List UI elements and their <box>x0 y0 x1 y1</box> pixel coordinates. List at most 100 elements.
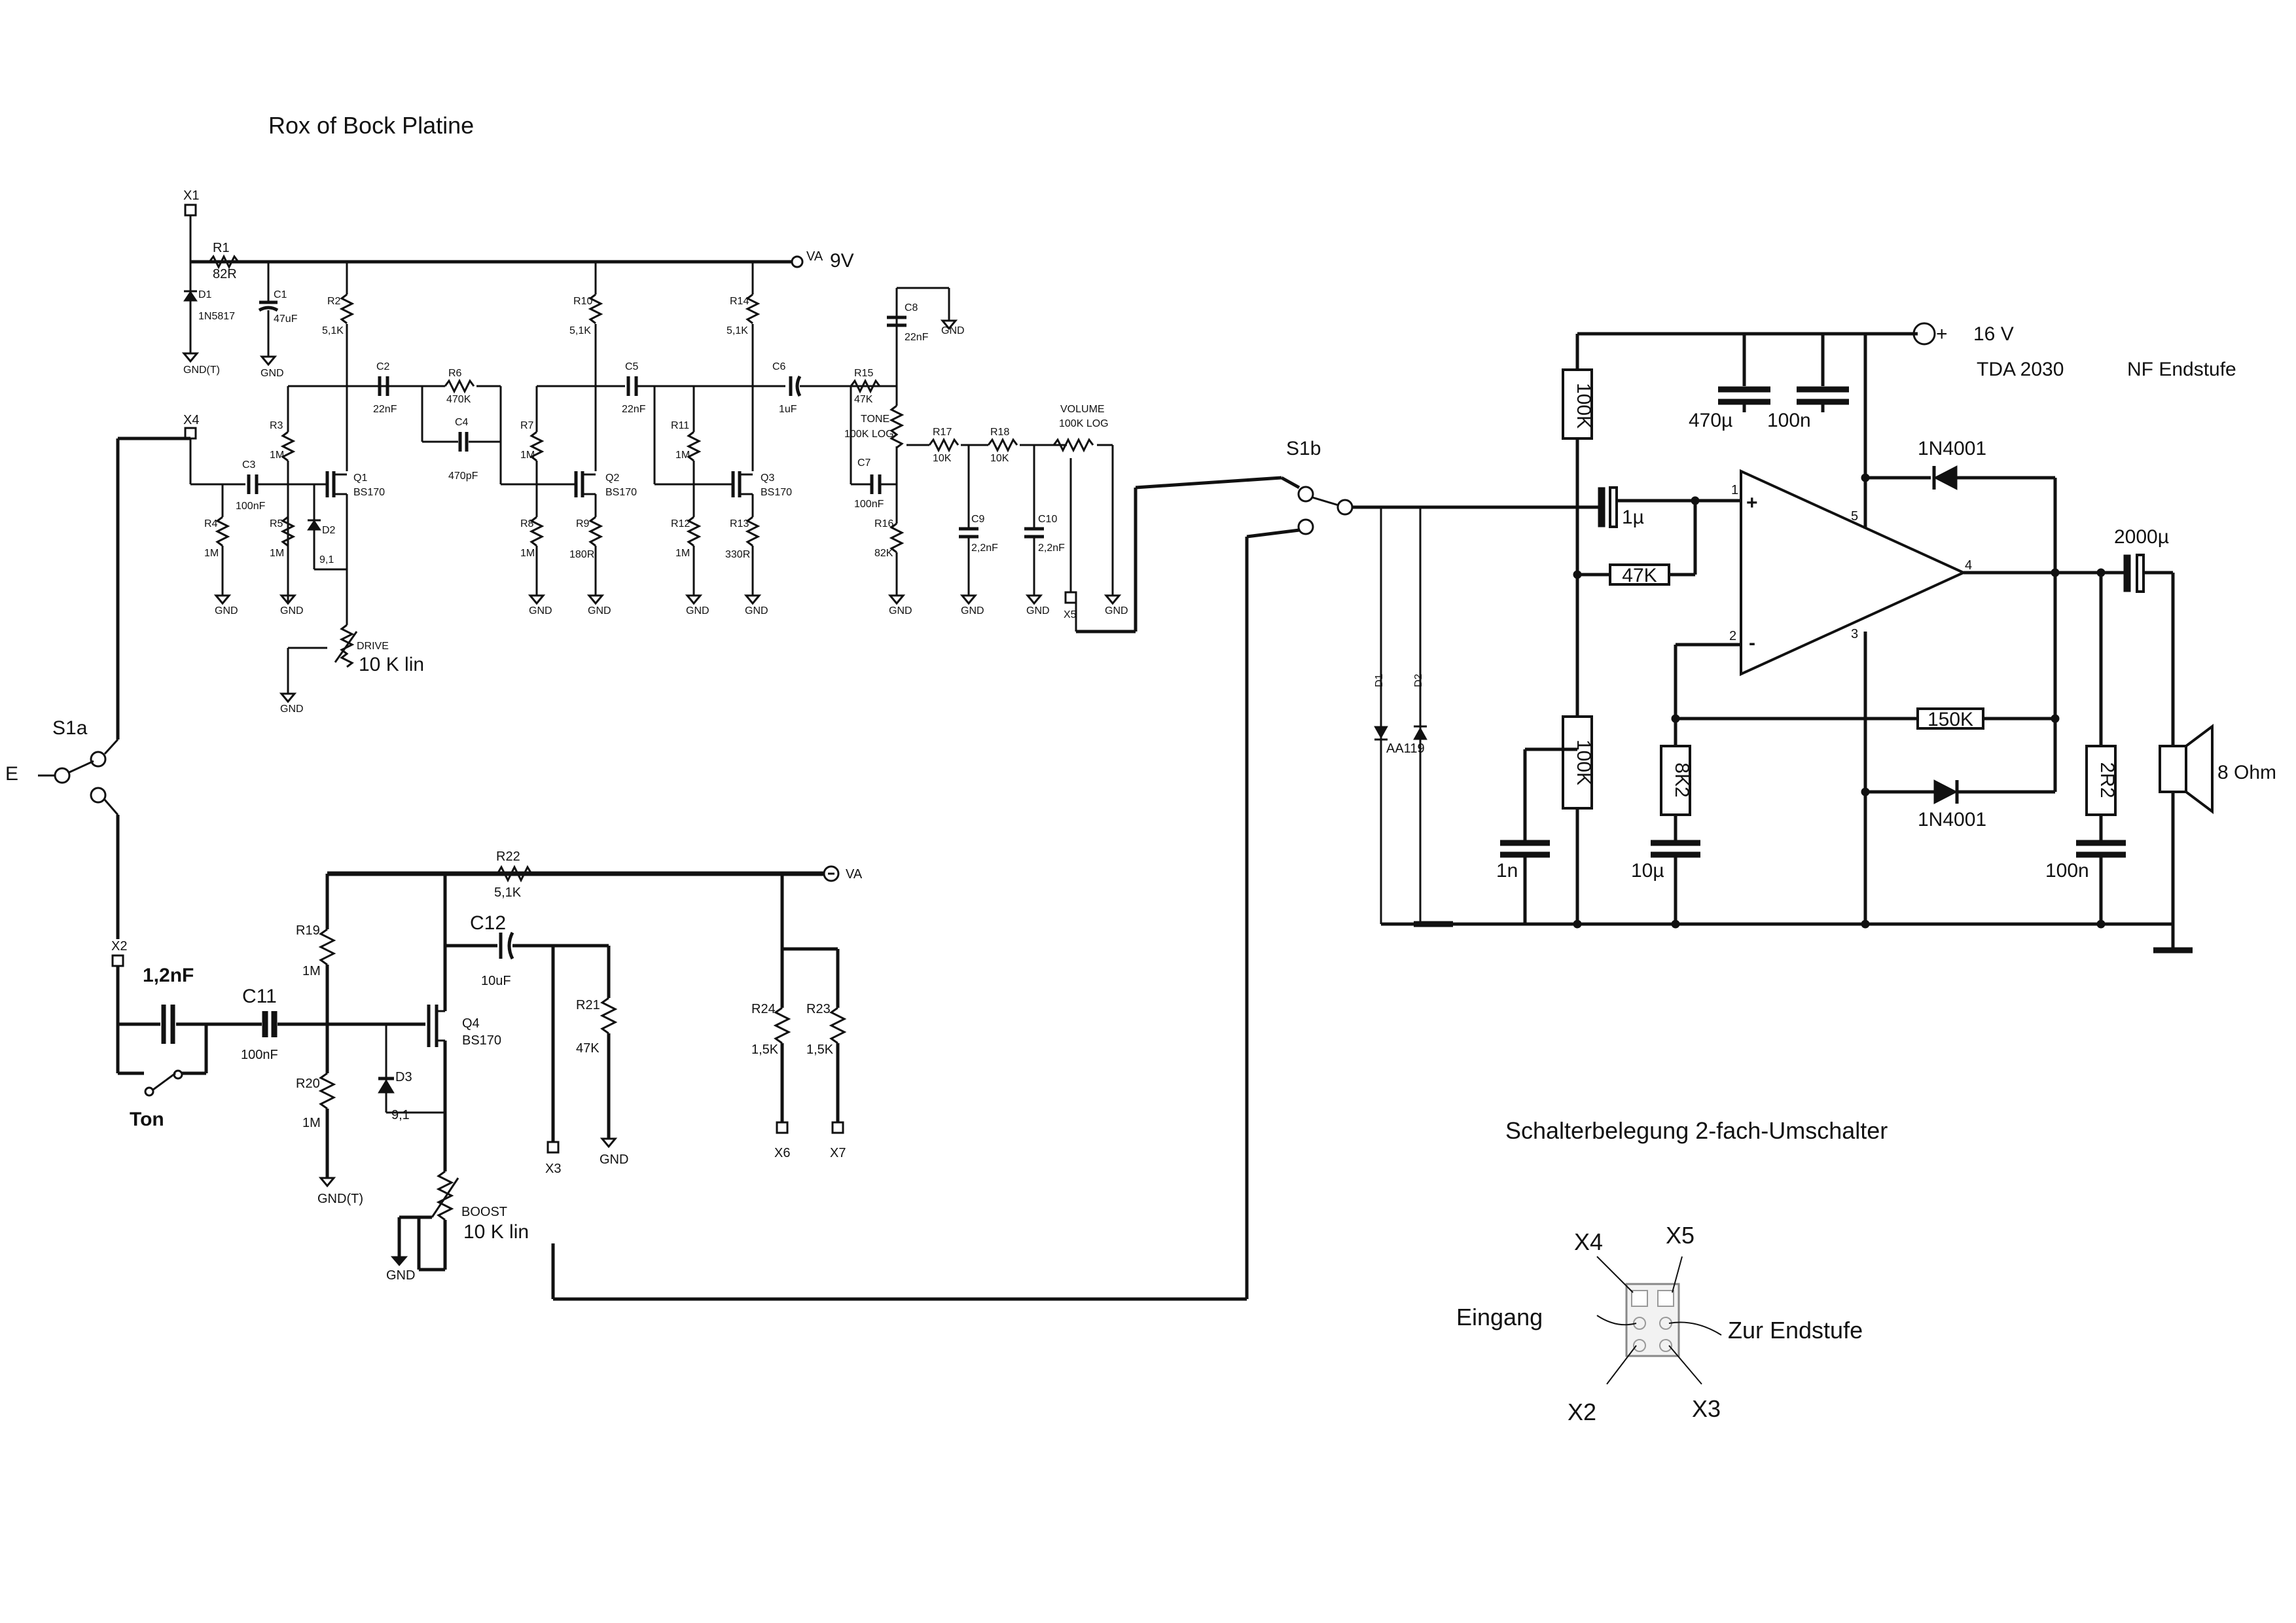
value-r18: 10K <box>990 453 1009 464</box>
gnd-symbol-c1 <box>259 355 278 366</box>
gnd-label-vol: GND <box>1105 605 1128 616</box>
label-x1: X1 <box>183 188 199 203</box>
gnd-label-c9: GND <box>961 605 984 616</box>
label-x7: X7 <box>830 1146 846 1160</box>
label-r3: R3 <box>270 420 283 431</box>
value-c11: 100nF <box>241 1048 278 1062</box>
resistor-r1 <box>208 254 240 270</box>
value-drive: 10 K lin <box>359 654 424 675</box>
gnd-symbol-vol <box>1103 594 1122 605</box>
label-r18: R18 <box>990 427 1009 438</box>
resistor-r13 <box>745 516 761 547</box>
label-diode-top: 1N4001 <box>1918 438 1986 459</box>
resistor-r5 <box>280 516 296 547</box>
label-c3: C3 <box>242 459 256 471</box>
label-boost: BOOST <box>461 1205 507 1219</box>
value-470u: 470µ <box>1689 410 1732 431</box>
opamp-plus: + <box>1746 492 1758 514</box>
label-r19: R19 <box>296 923 320 938</box>
gnd-symbol-r4 <box>213 594 232 605</box>
opamp-minus: - <box>1749 632 1755 654</box>
label-r4: R4 <box>204 518 218 529</box>
gnd-label-drive: GND <box>280 704 304 715</box>
pinout-label-x3: X3 <box>1692 1395 1721 1422</box>
label-r23: R23 <box>806 1002 831 1016</box>
label-ton-cap: 1,2nF <box>143 965 194 986</box>
gnd-symbol-r20 <box>318 1177 336 1188</box>
diode-aa119-d1 <box>1374 726 1388 740</box>
label-volume: VOLUME <box>1060 404 1105 415</box>
value-47k: 47K <box>1622 565 1657 586</box>
amp-section: + 16 V 470µ 100n 100K 100K 1µ 47K <box>1374 322 2276 954</box>
value-c5: 22nF <box>622 404 646 415</box>
resistor-r19 <box>318 928 336 966</box>
value-d3: 9,1 <box>391 1108 410 1122</box>
switch-s1a: S1a E <box>5 437 190 939</box>
value-r21: 47K <box>576 1041 600 1056</box>
label-r2: R2 <box>327 296 341 307</box>
gnd-label-c8: GND <box>941 325 965 336</box>
resistor-r21 <box>600 997 618 1035</box>
resistor-r3 <box>280 431 296 462</box>
value-q3: BS170 <box>761 487 792 498</box>
label-x5: X5 <box>1064 609 1077 620</box>
diode-d2 <box>307 520 321 531</box>
value-100k-top: 100K <box>1573 383 1594 429</box>
diode-d3 <box>378 1079 395 1094</box>
connector-x5 <box>1064 591 1077 604</box>
pin-1: 1 <box>1731 483 1738 497</box>
resistor-r20 <box>318 1072 336 1110</box>
value-r8: 1M <box>520 548 535 559</box>
pot-volume <box>1052 437 1094 453</box>
amp-title: NF Endstufe <box>2127 359 2236 380</box>
label-va-boost: VA <box>846 867 863 882</box>
pinout-label-x5: X5 <box>1666 1222 1695 1249</box>
label-r24: R24 <box>751 1002 776 1016</box>
value-2000u: 2000µ <box>2114 526 2169 548</box>
gnd-symbol-c9 <box>960 594 978 605</box>
label-r20: R20 <box>296 1077 320 1091</box>
gnd-label-c10: GND <box>1026 605 1050 616</box>
label-r22: R22 <box>496 849 520 864</box>
pin-3: 3 <box>1851 627 1858 641</box>
label-q4: Q4 <box>462 1016 480 1031</box>
value-r6: 470K <box>446 394 471 405</box>
label-c10: C10 <box>1038 514 1057 525</box>
connector-x3 <box>547 1141 560 1154</box>
gnd-symbol-r8 <box>528 594 546 605</box>
value-8k2: 8K2 <box>1671 762 1693 797</box>
gnd-symbol-r16 <box>888 594 906 605</box>
label-aa119-d1: D1 <box>1374 673 1385 687</box>
pin-4: 4 <box>1965 558 1972 573</box>
value-c7: 100nF <box>854 499 884 510</box>
value-d2: 9,1 <box>319 554 334 565</box>
pinout-label-x4: X4 <box>1574 1228 1603 1255</box>
value-c3: 100nF <box>236 501 266 512</box>
gnd-label-r16: GND <box>889 605 912 616</box>
value-d1: 1N5817 <box>198 311 235 322</box>
cap-2000u <box>2123 554 2131 592</box>
gnd-label-r9: GND <box>588 605 611 616</box>
connector-x2 <box>111 954 124 967</box>
resistor-r18 <box>987 437 1018 453</box>
label-d3: D3 <box>395 1070 412 1084</box>
gnd-label-r21: GND <box>600 1152 628 1167</box>
value-1u: 1µ <box>1622 507 1644 528</box>
label-q1: Q1 <box>353 473 367 484</box>
value-r3: 1M <box>270 450 284 461</box>
value-tone: 100K LOG <box>844 429 894 440</box>
gnd-t-label-2: GND(T) <box>317 1192 363 1206</box>
gnd-symbol-d1 <box>181 352 200 363</box>
label-c1: C1 <box>274 289 287 300</box>
label-r12: R12 <box>671 518 690 529</box>
label-c2: C2 <box>376 361 390 372</box>
pot-drive <box>339 624 355 668</box>
connector-x6 <box>776 1121 789 1134</box>
label-q3: Q3 <box>761 473 774 484</box>
label-r6: R6 <box>448 368 462 379</box>
value-r23: 1,5K <box>806 1043 834 1057</box>
diode-1n4001-top <box>1933 465 1958 490</box>
value-100n-out: 100n <box>2045 860 2089 882</box>
value-c4: 470pF <box>448 471 478 482</box>
